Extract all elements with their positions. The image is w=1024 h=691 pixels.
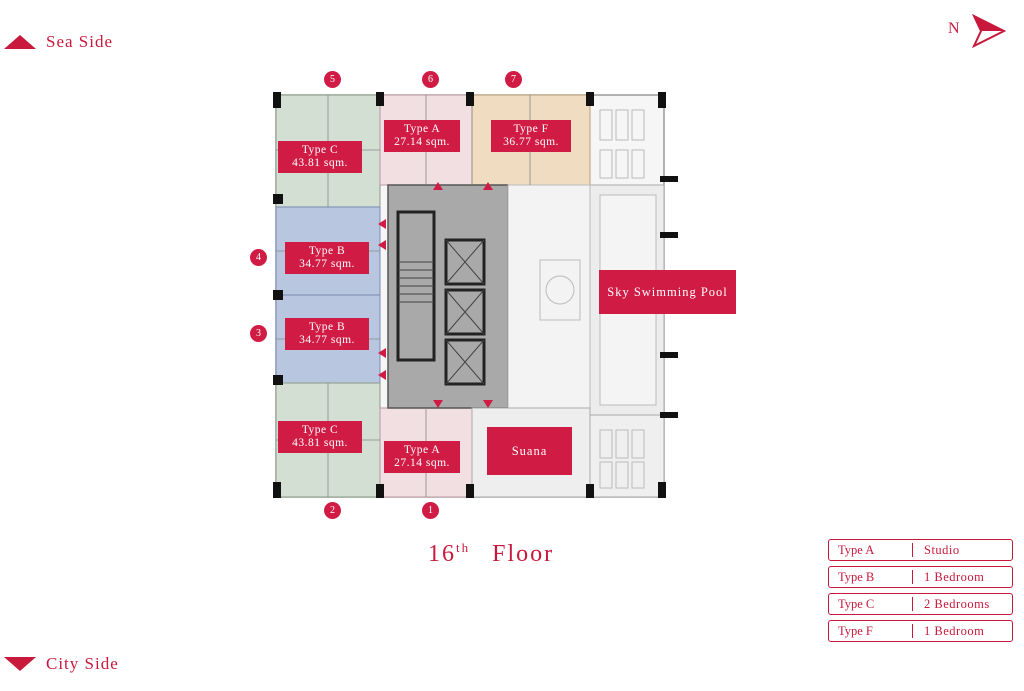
- unit-number-5: 5: [324, 71, 341, 88]
- unit-label-5: Type C 43.81 sqm.: [278, 141, 362, 173]
- unit-type: Type A: [403, 444, 441, 456]
- pool-label: Sky Swimming Pool: [599, 270, 736, 314]
- unit-type: Type B: [308, 245, 346, 257]
- legend-row: Type F 1 Bedroom: [828, 620, 1013, 642]
- legend-row: Type B 1 Bedroom: [828, 566, 1013, 588]
- unit-area: 36.77 sqm.: [503, 136, 559, 148]
- unit-label-1: Type A 27.14 sqm.: [384, 441, 460, 473]
- sea-side-label: Sea Side: [4, 32, 113, 52]
- city-side-text: City Side: [46, 654, 119, 673]
- floor-title: 16th Floor: [428, 540, 554, 568]
- legend-row: Type A Studio: [828, 539, 1013, 561]
- sea-side-text: Sea Side: [46, 32, 114, 51]
- unit-label-3: Type B 34.77 sqm.: [285, 318, 369, 350]
- unit-number-6: 6: [422, 71, 439, 88]
- north-compass: N: [948, 14, 1008, 48]
- floor-number: 16: [428, 541, 456, 567]
- legend-type: Type A: [829, 543, 913, 557]
- unit-area: 27.14 sqm.: [394, 457, 450, 469]
- unit-type-legend: Type A Studio Type B 1 Bedroom Type C 2 …: [828, 539, 1013, 647]
- north-letter: N: [948, 20, 960, 37]
- legend-desc: Studio: [924, 542, 960, 557]
- unit-type: Type C: [301, 144, 339, 156]
- pool-text: Sky Swimming Pool: [607, 284, 728, 299]
- unit-area: 34.77 sqm.: [299, 334, 355, 346]
- arrow-up-icon: [4, 35, 36, 49]
- unit-label-6: Type A 27.14 sqm.: [384, 120, 460, 152]
- unit-number-2: 2: [324, 502, 341, 519]
- compass-arrow-icon: [971, 14, 1006, 48]
- zone-core: [387, 184, 509, 409]
- city-side-label: City Side: [4, 654, 119, 674]
- unit-label-7: Type F 36.77 sqm.: [491, 120, 571, 152]
- sauna-label: Suana: [487, 427, 572, 475]
- unit-area: 34.77 sqm.: [299, 258, 355, 270]
- unit-type: Type B: [308, 321, 346, 333]
- unit-number-1: 1: [422, 502, 439, 519]
- legend-type: Type F: [829, 624, 913, 638]
- floor-suffix: th: [456, 540, 471, 555]
- arrow-down-icon: [4, 657, 36, 671]
- unit-number-7: 7: [505, 71, 522, 88]
- sauna-text: Suana: [511, 443, 548, 458]
- unit-type: Type F: [513, 123, 549, 135]
- unit-label-4: Type B 34.77 sqm.: [285, 242, 369, 274]
- legend-type: Type B: [829, 570, 913, 584]
- legend-desc: 1 Bedroom: [924, 623, 985, 638]
- unit-type: Type A: [403, 123, 441, 135]
- legend-row: Type C 2 Bedrooms: [828, 593, 1013, 615]
- unit-area: 43.81 sqm.: [292, 157, 348, 169]
- unit-area: 27.14 sqm.: [394, 136, 450, 148]
- unit-type: Type C: [301, 424, 339, 436]
- legend-desc: 2 Bedrooms: [924, 596, 990, 611]
- unit-number-3: 3: [250, 325, 267, 342]
- floor-word: Floor: [492, 541, 555, 567]
- legend-type: Type C: [829, 597, 913, 611]
- unit-label-2: Type C 43.81 sqm.: [278, 421, 362, 453]
- unit-area: 43.81 sqm.: [292, 437, 348, 449]
- legend-desc: 1 Bedroom: [924, 569, 985, 584]
- unit-number-4: 4: [250, 249, 267, 266]
